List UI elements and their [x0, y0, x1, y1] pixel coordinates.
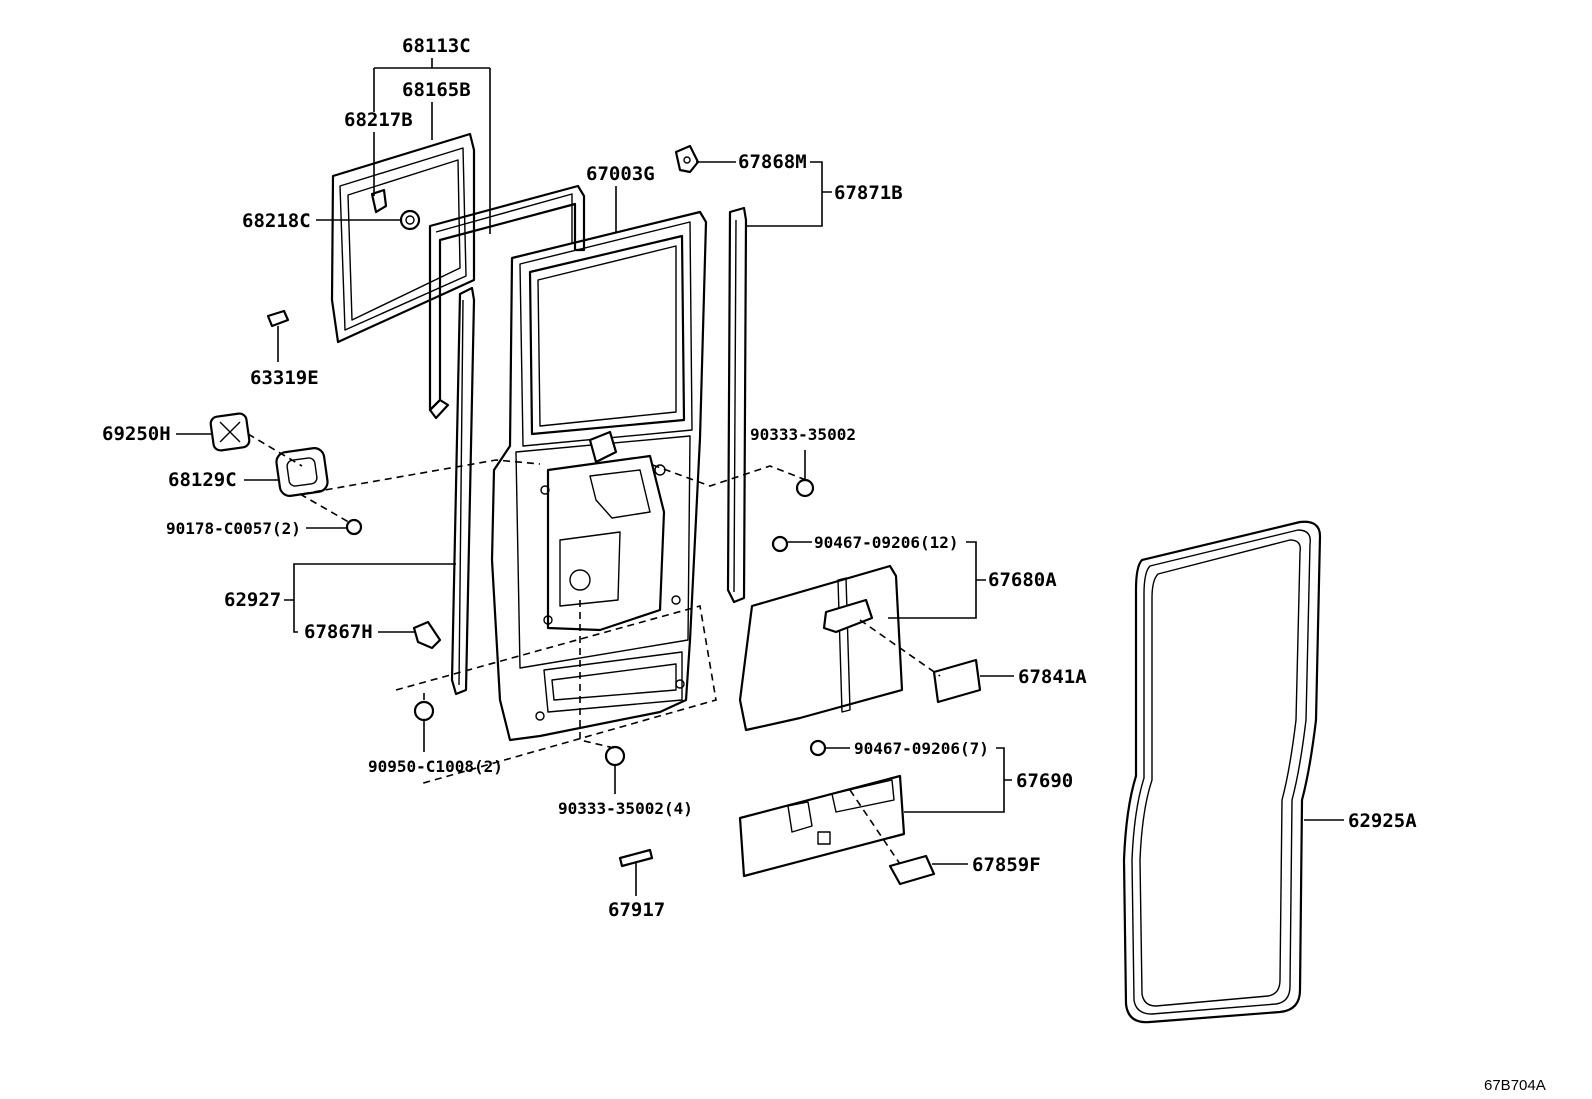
label-67917: 67917: [608, 899, 665, 921]
label-90333-35002-upper: 90333-35002: [750, 425, 856, 444]
plug-90333-upper-part: [795, 478, 815, 498]
weatherstrip-62927-part: [450, 286, 476, 696]
label-67841a: 67841A: [1018, 666, 1087, 688]
label-62927: 62927: [224, 589, 281, 611]
pin-67917-part: [618, 848, 654, 868]
label-68129c: 68129C: [168, 469, 237, 491]
label-90333-35002-lower: 90333-35002(4): [558, 799, 693, 818]
plug-63319e-part: [266, 309, 290, 328]
nut-90178-part: [345, 518, 363, 536]
label-90467-09206-12: 90467-09206(12): [814, 533, 959, 552]
label-67867h: 67867H: [304, 621, 373, 643]
label-62925a: 62925A: [1348, 810, 1417, 832]
label-67003g: 67003G: [586, 163, 655, 185]
label-69250h: 69250H: [102, 423, 171, 445]
weatherstrip-62925a-part: [1122, 520, 1322, 1024]
label-67871b: 67871B: [834, 182, 903, 204]
fastener-68218c-part: [399, 209, 421, 231]
weatherstrip-67871b-part: [726, 206, 748, 604]
trim-board-67680a-part: [738, 535, 904, 732]
label-67680a: 67680A: [988, 569, 1057, 591]
label-90950-c1008: 90950-C1008(2): [368, 757, 503, 776]
clip-67867h-part: [412, 620, 442, 650]
label-68165b: 68165B: [402, 79, 471, 101]
figure-code: 67B704A: [1484, 1077, 1546, 1094]
leader-lines: [176, 58, 1344, 896]
label-63319e: 63319E: [250, 367, 319, 389]
plug-90950-part: [413, 700, 435, 722]
clip-67868m-part: [674, 144, 700, 174]
plug-90333-lower-part: [604, 745, 626, 767]
handle-67859f-part: [888, 854, 936, 886]
window-frame-part: [428, 184, 586, 420]
grommet-69250h-part: [209, 412, 251, 452]
label-68218c: 68218C: [242, 210, 311, 232]
pocket-67841a-part: [932, 658, 982, 704]
grommet-68129c-part: [275, 447, 329, 497]
label-67868m: 67868M: [738, 151, 807, 173]
label-67859f: 67859F: [972, 854, 1041, 876]
label-68217b: 68217B: [344, 109, 413, 131]
label-90178-c0057: 90178-C0057(2): [166, 519, 301, 538]
label-68113c: 68113C: [402, 35, 471, 57]
label-67690: 67690: [1016, 770, 1073, 792]
window-glass-part: [330, 132, 476, 344]
assembly-dashed-lines: [247, 433, 941, 865]
back-door-panel-part: [490, 210, 708, 742]
label-90467-09206-7: 90467-09206(7): [854, 739, 989, 758]
trim-67690-part: [738, 739, 906, 878]
